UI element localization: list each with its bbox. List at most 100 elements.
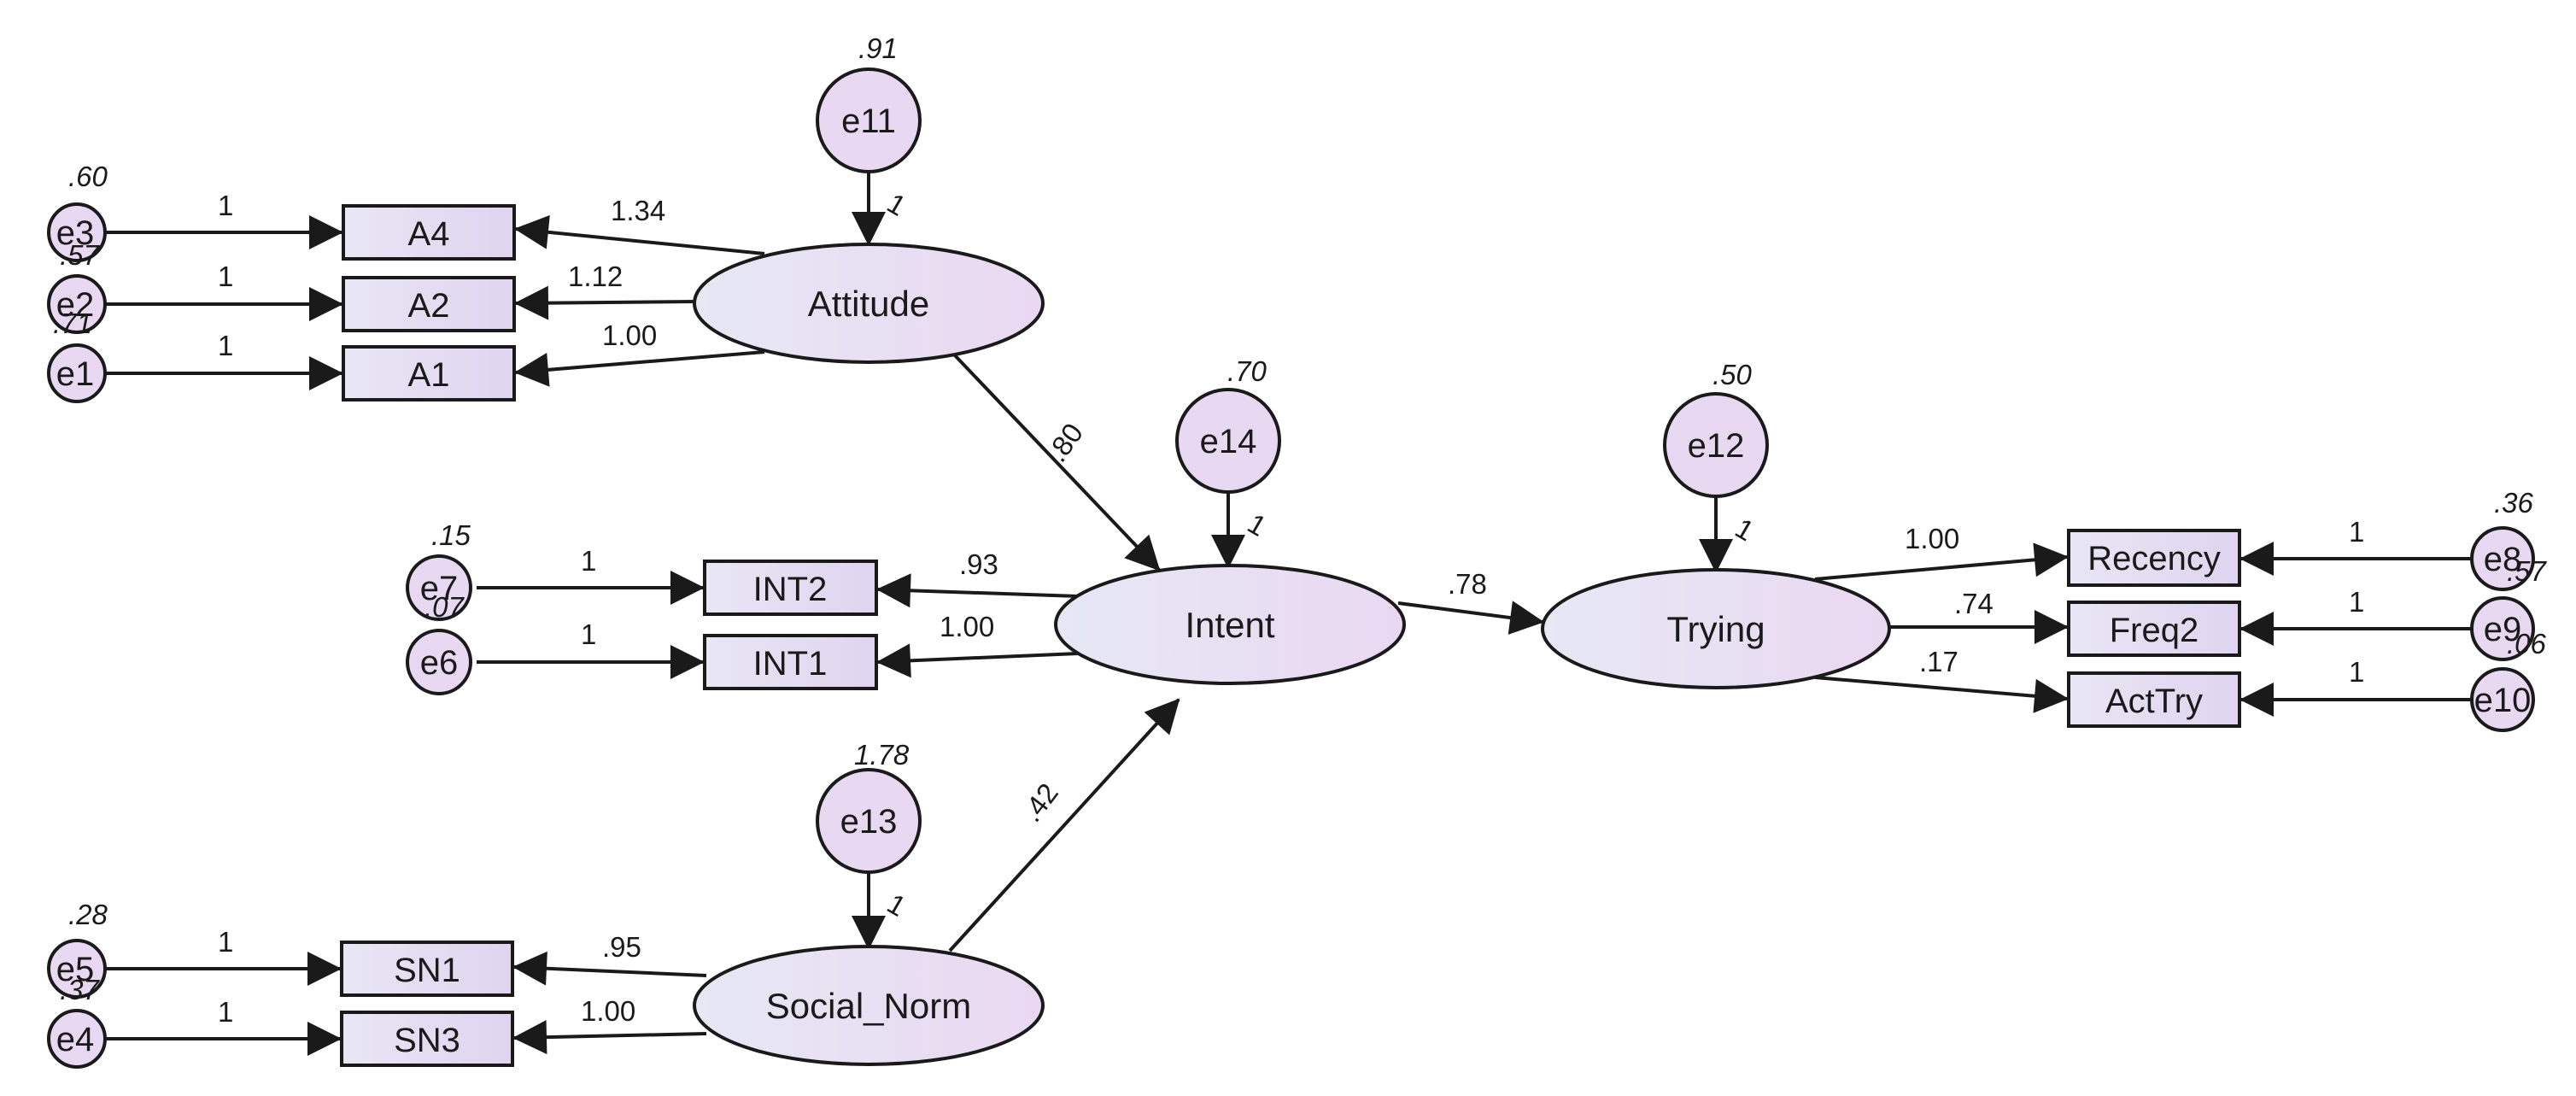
- indicator-sn3-label: SN3: [394, 1022, 460, 1059]
- coef-try-freq: .74: [1954, 588, 1993, 619]
- error-e7: e7: [406, 554, 472, 621]
- edge-attitude-a1: [514, 350, 765, 387]
- error-e9: e9: [2470, 596, 2535, 661]
- indicator-int2-label: INT2: [753, 571, 828, 608]
- coef-sn-int: .42: [1016, 777, 1064, 828]
- error-e2: e2: [47, 274, 107, 334]
- variance-e10: .06: [2507, 628, 2547, 659]
- indicator-sn1: SN1: [340, 941, 514, 997]
- error-e1-label: e1: [56, 355, 95, 393]
- coef-int-try: .78: [1448, 568, 1487, 600]
- fixed-e12: 1: [1730, 512, 1759, 547]
- variance-e14: .70: [1227, 355, 1268, 387]
- variance-e2: .57: [60, 239, 101, 271]
- variance-e8: .36: [2494, 487, 2534, 519]
- latent-attitude-label: Attitude: [808, 284, 929, 324]
- variance-e13: 1.78: [854, 739, 910, 771]
- variance-e1: .71: [53, 308, 92, 339]
- indicator-recency-label: Recency: [2087, 540, 2221, 577]
- latent-social-norm: Social_Norm: [693, 945, 1045, 1066]
- coef-int-int1: 1.00: [940, 611, 994, 642]
- variance-e4: .37: [60, 974, 101, 1005]
- error-e6: e6: [406, 629, 472, 695]
- indicator-acttry: ActTry: [2067, 671, 2241, 728]
- fixed-e2: 1: [218, 261, 233, 292]
- latent-intent-label: Intent: [1185, 605, 1274, 645]
- variance-e11: .91: [858, 32, 898, 64]
- disturbance-e12-label: e12: [1688, 427, 1745, 465]
- coef-att-a2: 1.12: [568, 261, 623, 292]
- edge-socialnorm-intent: [948, 698, 1180, 952]
- latent-trying: Trying: [1541, 568, 1891, 689]
- disturbance-e11-label: e11: [841, 103, 896, 140]
- latent-social-norm-label: Social_Norm: [766, 986, 971, 1026]
- indicator-int1-label: INT1: [753, 645, 828, 683]
- fixed-e10: 1: [2349, 656, 2364, 688]
- fixed-e6: 1: [581, 618, 596, 650]
- fixed-e4: 1: [218, 996, 233, 1028]
- latent-intent: Intent: [1054, 564, 1406, 685]
- indicator-int1: INT1: [703, 634, 878, 690]
- coef-att-a4: 1.34: [611, 195, 665, 226]
- fixed-e14: 1: [1243, 507, 1272, 542]
- edge-trying-recency: [1814, 542, 2069, 581]
- indicator-freq2-label: Freq2: [2110, 612, 2199, 649]
- coef-att-int: .80: [1040, 418, 1089, 468]
- variance-e6: .07: [424, 591, 465, 623]
- error-e1: e1: [47, 343, 107, 403]
- indicator-freq2: Freq2: [2067, 601, 2241, 657]
- variance-e3: .60: [68, 161, 108, 192]
- indicator-a2-label: A2: [408, 287, 450, 325]
- indicator-a4-label: A4: [408, 215, 450, 253]
- indicator-int2: INT2: [703, 560, 878, 616]
- error-e4: e4: [47, 1009, 107, 1069]
- disturbance-e13: e13: [816, 768, 922, 874]
- variance-e5: .28: [68, 899, 108, 930]
- edge-intent-int2: [876, 573, 1079, 608]
- error-e8: e8: [2470, 526, 2535, 591]
- disturbance-e14-label: e14: [1200, 423, 1257, 460]
- coef-att-a1: 1.00: [602, 319, 657, 351]
- indicator-a4: A4: [342, 204, 516, 261]
- edge-trying-acttry: [1814, 676, 2069, 713]
- error-e3: e3: [47, 202, 107, 262]
- latent-attitude: Attitude: [693, 243, 1045, 364]
- disturbance-e11: e11: [816, 67, 922, 173]
- disturbance-e12: e12: [1663, 392, 1769, 498]
- indicator-acttry-label: ActTry: [2105, 683, 2203, 720]
- coef-sn-sn1: .95: [602, 931, 641, 963]
- edge-attitude-a2: [514, 285, 697, 320]
- indicator-a1: A1: [342, 345, 516, 401]
- variance-e7: .15: [431, 519, 471, 551]
- error-e5-label: e5: [56, 951, 95, 988]
- indicator-recency: Recency: [2067, 529, 2241, 587]
- indicator-a2: A2: [342, 276, 516, 332]
- indicator-a1-label: A1: [408, 356, 450, 394]
- edge-attitude-a4: [514, 214, 765, 255]
- variance-e12: .50: [1712, 359, 1753, 390]
- fixed-e3: 1: [218, 190, 233, 221]
- fixed-e8: 1: [2349, 516, 2364, 548]
- error-e10: e10: [2470, 667, 2535, 732]
- error-e4-label: e4: [56, 1021, 95, 1058]
- edge-socialnorm-sn3: [512, 1020, 707, 1055]
- coef-int-int2: .93: [959, 548, 998, 580]
- fixed-e9: 1: [2349, 586, 2364, 618]
- coef-try-rec: 1.00: [1905, 523, 1959, 554]
- error-e2-label: e2: [56, 286, 95, 324]
- error-e8-label: e8: [2484, 541, 2522, 578]
- fixed-e1: 1: [218, 330, 233, 361]
- edge-attitude-intent: [952, 353, 1161, 571]
- error-e5: e5: [47, 939, 107, 999]
- fixed-e13: 1: [882, 888, 911, 923]
- error-e9-label: e9: [2484, 611, 2522, 648]
- coef-sn-sn3: 1.00: [581, 995, 635, 1027]
- disturbance-e14: e14: [1175, 388, 1281, 494]
- error-e10-label: e10: [2474, 682, 2532, 719]
- variance-e9: .57: [2507, 555, 2548, 587]
- fixed-e7: 1: [581, 545, 596, 577]
- latent-trying-label: Trying: [1666, 609, 1765, 649]
- edge-socialnorm-sn1: [512, 951, 707, 986]
- edge-intent-trying: [1397, 601, 1544, 635]
